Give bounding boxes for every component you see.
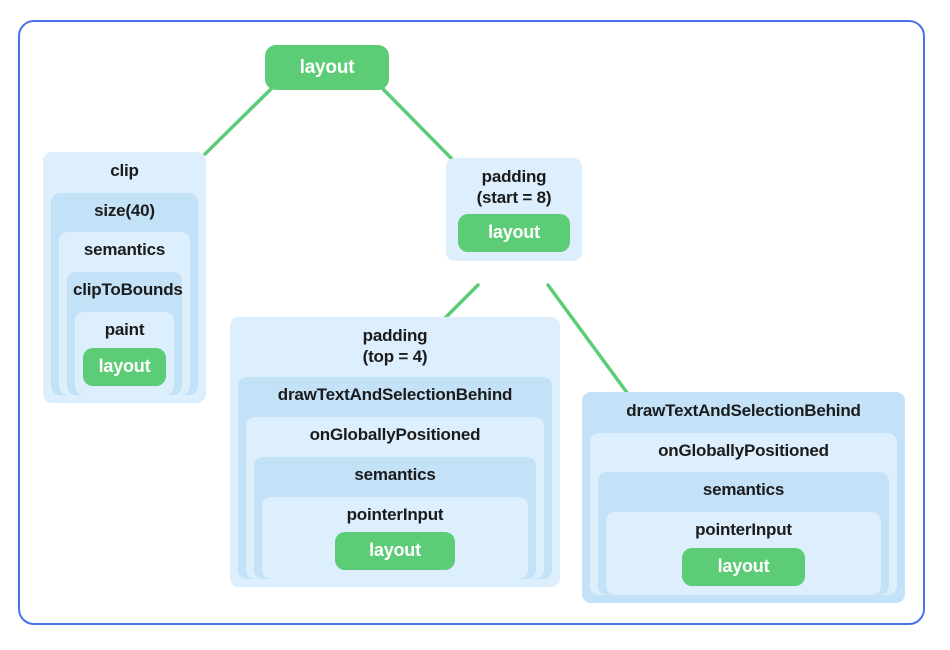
- node-label-ongloballypositioned-right: onGloballyPositioned: [658, 440, 829, 460]
- node-leaf-layout-padding-start[interactable]: layout: [458, 214, 570, 253]
- node-semantics-right[interactable]: semantics pointerInput layout: [598, 472, 889, 595]
- node-ongloballypositioned-right[interactable]: onGloballyPositioned semantics pointerIn…: [590, 432, 897, 595]
- node-label-drawtextandselectionbehind-mid: drawTextAndSelectionBehind: [277, 385, 513, 405]
- node-size-40[interactable]: size(40) semantics clipToBounds paint la…: [51, 192, 198, 395]
- node-label-semantics-mid: semantics: [354, 464, 436, 484]
- node-leaf-layout-clip[interactable]: layout: [82, 347, 167, 386]
- stack-draw-right[interactable]: drawTextAndSelectionBehind onGloballyPos…: [582, 392, 905, 603]
- node-leaf-layout-right[interactable]: layout: [681, 547, 806, 586]
- node-label-semantics: semantics: [83, 240, 166, 260]
- node-root-layout[interactable]: layout: [265, 45, 389, 90]
- node-ongloballypositioned-mid[interactable]: onGloballyPositioned semantics pointerIn…: [246, 417, 544, 580]
- node-label-pointerinput-mid: pointerInput: [346, 504, 444, 524]
- node-semantics[interactable]: semantics clipToBounds paint layout: [59, 232, 190, 395]
- stack-padding-start[interactable]: padding (start = 8) layout: [446, 158, 582, 262]
- stack-padding-top[interactable]: padding (top = 4) drawTextAndSelectionBe…: [230, 317, 560, 588]
- node-label-cliptobounds: clipToBounds: [73, 280, 183, 300]
- node-pointerinput-right[interactable]: pointerInput layout: [606, 512, 881, 595]
- node-pointerinput-mid[interactable]: pointerInput layout: [262, 496, 528, 580]
- node-leaf-layout-mid[interactable]: layout: [335, 532, 455, 571]
- node-paint[interactable]: paint layout: [75, 311, 174, 395]
- node-label-drawtextandselectionbehind-right: drawTextAndSelectionBehind: [626, 401, 861, 420]
- stack-clip[interactable]: clip size(40) semantics clipToBounds pai…: [43, 152, 206, 403]
- node-label-ongloballypositioned-mid: onGloballyPositioned: [309, 425, 481, 445]
- node-label-padding-start: padding (start = 8): [476, 167, 552, 207]
- node-label-clip: clip: [110, 161, 139, 180]
- node-label-semantics-right: semantics: [702, 480, 785, 500]
- node-semantics-mid[interactable]: semantics pointerInput layout: [254, 456, 536, 580]
- node-drawtextandselectionbehind-mid[interactable]: drawTextAndSelectionBehind onGloballyPos…: [238, 377, 552, 580]
- node-label-size-40: size(40): [94, 200, 155, 220]
- node-cliptobounds[interactable]: clipToBounds paint layout: [67, 272, 183, 395]
- diagram-frame-border: [18, 20, 925, 625]
- node-label-pointerinput-right: pointerInput: [695, 520, 792, 540]
- node-label-padding-top: padding (top = 4): [362, 326, 428, 366]
- node-label-paint: paint: [104, 319, 145, 339]
